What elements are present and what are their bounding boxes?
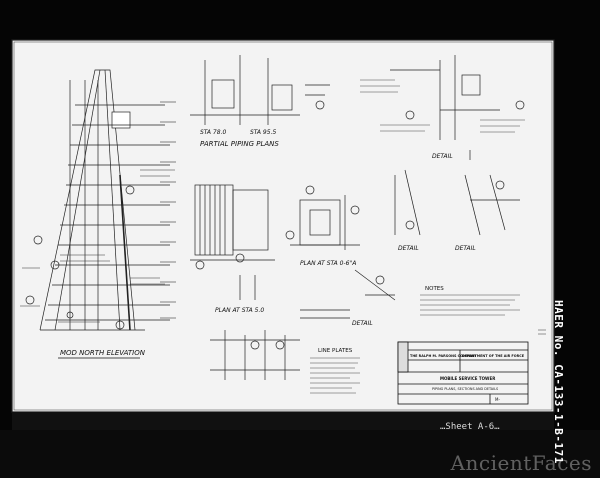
plan-sta-50: [190, 184, 275, 300]
client-name: DEPARTMENT OF THE AIR FORCE: [462, 354, 525, 358]
notes-header: NOTES: [425, 286, 444, 292]
top-right-details: [390, 55, 525, 160]
detail-title-upper-right: DETAIL: [432, 153, 453, 160]
partial-piping-plans: [190, 55, 330, 125]
detail-title-mid-right: DETAIL: [455, 245, 476, 252]
haer-record-number: HAER No. CA-133-1-B-171: [552, 300, 565, 464]
title-block: [397, 341, 529, 405]
elevation-title: MOD NORTH ELEVATION: [60, 349, 146, 357]
company-name: THE RALPH M. PARSONS COMPANY: [410, 354, 477, 358]
sta-780-label: STA 78.0: [200, 129, 226, 136]
drawing-number: M-: [495, 397, 500, 402]
watermark: AncientFaces: [450, 451, 592, 475]
detail-title-center: DETAIL: [352, 320, 373, 327]
plan-sta-6-title: PLAN AT STA 0-6"A: [300, 260, 356, 267]
elevation-drawing: [25, 69, 170, 331]
sheet-subtitle: PIPING PLANS, SECTIONS AND DETAILS: [432, 387, 498, 391]
bottom-handwriting: …Sheet A-6…: [440, 422, 500, 432]
plan-sta-6: [285, 185, 360, 250]
plan-sta-50-title: PLAN AT STA 5.0: [215, 307, 264, 314]
sta-955-label: STA 95.5: [250, 129, 276, 136]
project-name: MOBILE SERVICE TOWER: [440, 376, 495, 381]
line-plates-header: LINE PLATES: [318, 348, 353, 354]
partial-piping-title: PARTIAL PIPING PLANS: [200, 140, 279, 148]
detail-title-mid-left: DETAIL: [398, 245, 419, 252]
